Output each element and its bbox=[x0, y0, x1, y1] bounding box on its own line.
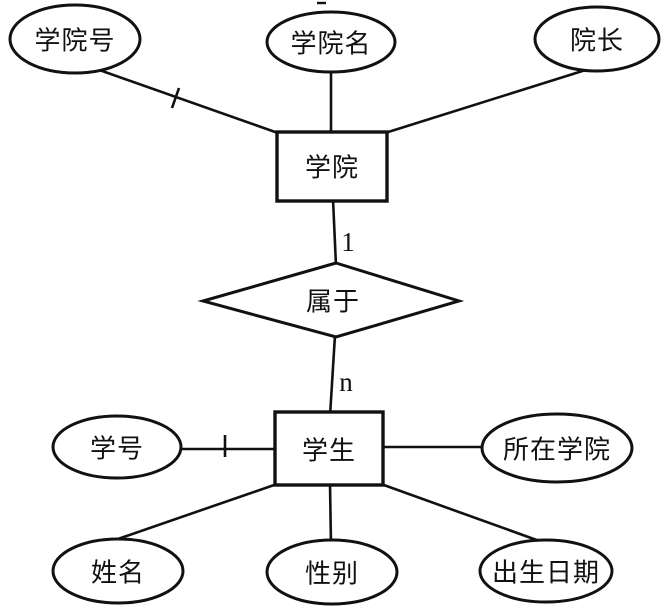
attribute-student-id-label: 学号 bbox=[90, 435, 144, 464]
key-tick-collegeid bbox=[170, 87, 181, 109]
relationship-belongs-to bbox=[197, 261, 465, 339]
attribute-college-id bbox=[8, 3, 142, 75]
attribute-birth-date bbox=[478, 538, 614, 604]
edge-student-name bbox=[111, 482, 278, 543]
edge-college-belongsto bbox=[331, 198, 338, 267]
attribute-name-label: 姓名 bbox=[91, 559, 145, 588]
edge-belongsto-student bbox=[328, 334, 337, 417]
entity-college bbox=[275, 130, 389, 203]
attribute-gender-label: 性别 bbox=[305, 560, 359, 589]
attribute-gender bbox=[265, 538, 399, 606]
attribute-dean bbox=[533, 5, 661, 73]
entity-student-label: 学生 bbox=[302, 437, 356, 466]
cardinality-1: 1 bbox=[341, 227, 355, 257]
labels: 学院号 学院名 院长 学院 1 属于 n 学生 学号 所在学院 姓名 性别 出生… bbox=[34, 27, 624, 589]
attribute-college-name bbox=[265, 10, 397, 74]
edge-college-dean bbox=[384, 66, 593, 135]
attribute-birth-date-label: 出生日期 bbox=[492, 559, 600, 588]
attribute-student-id bbox=[51, 414, 183, 480]
relationship-belongs-to-label: 属于 bbox=[306, 288, 360, 317]
edge-college-collegeid bbox=[87, 64, 279, 135]
attribute-enrolled-college bbox=[480, 412, 634, 484]
attribute-dean-label: 院长 bbox=[570, 27, 624, 56]
attribute-college-id-label: 学院号 bbox=[34, 27, 115, 56]
attribute-college-name-label: 学院名 bbox=[290, 30, 371, 59]
attribute-enrolled-college-label: 所在学院 bbox=[503, 436, 611, 465]
entity-college-label: 学院 bbox=[305, 154, 359, 183]
cardinality-n: n bbox=[339, 367, 353, 397]
edge-student-gender bbox=[328, 483, 333, 547]
edges bbox=[87, 64, 593, 547]
entity-student bbox=[273, 410, 385, 487]
nodes bbox=[8, 3, 661, 606]
edge-student-birthdate bbox=[380, 482, 546, 545]
attribute-name bbox=[51, 537, 185, 605]
